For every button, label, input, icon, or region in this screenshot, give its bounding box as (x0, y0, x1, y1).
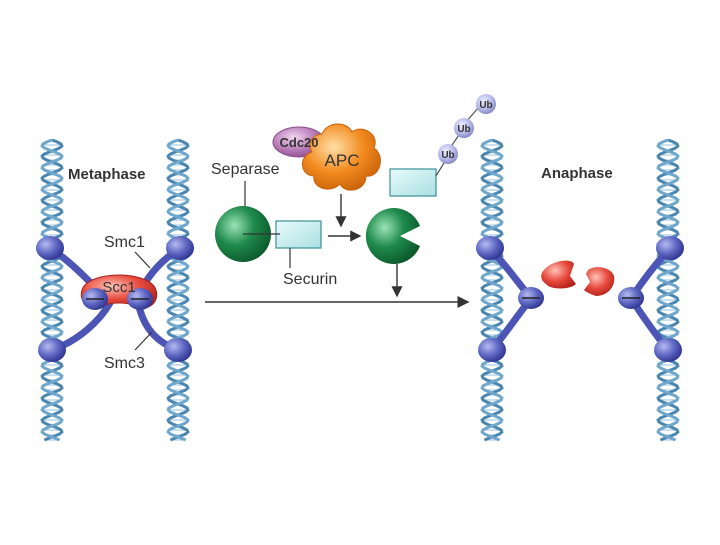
ubiquitinated-securin (389, 168, 437, 197)
ub-label-2: Ub (457, 124, 470, 135)
dna-helix (656, 138, 680, 442)
anaphase-complex (476, 236, 684, 362)
ub-3 (476, 94, 496, 114)
dna-strand (656, 138, 680, 442)
cleaved-scc1-right (584, 267, 615, 296)
dna-strand (40, 138, 64, 442)
cdc20-label: Cdc20 (279, 135, 318, 150)
smc3-head-left (38, 338, 66, 362)
smc1-head-right (166, 236, 194, 260)
ub-2 (454, 118, 474, 138)
ub-1 (438, 144, 458, 164)
dna-strand (166, 138, 190, 442)
dna-strand (656, 138, 680, 442)
ub-label-1: Ub (441, 150, 454, 161)
dna-helix (480, 138, 504, 442)
scc1-label: Scc1 (102, 279, 135, 296)
dna-strand (166, 138, 190, 442)
separase-label: Separase (211, 161, 280, 178)
dna-helices (40, 138, 680, 442)
dna-helix (166, 138, 190, 442)
securin-shape (275, 220, 322, 249)
metaphase-label: Metaphase (68, 166, 146, 183)
dna-strand (480, 138, 504, 442)
cleaved-scc1-left (541, 260, 576, 289)
apc-shape (302, 123, 381, 191)
dna-strand (40, 138, 64, 442)
smc1-head-left (36, 236, 64, 260)
dna-strand (480, 138, 504, 442)
smc1-label: Smc1 (104, 234, 145, 251)
ub-label-3: Ub (479, 100, 492, 111)
smc3-label: Smc3 (104, 355, 145, 372)
dna-helix (40, 138, 64, 442)
apc-label: APC (325, 151, 360, 170)
active-separase-shape (365, 208, 420, 265)
anaphase-label: Anaphase (541, 165, 613, 182)
metaphase-complex (36, 236, 194, 362)
securin-label: Securin (283, 271, 337, 288)
smc3-head-right (164, 338, 192, 362)
